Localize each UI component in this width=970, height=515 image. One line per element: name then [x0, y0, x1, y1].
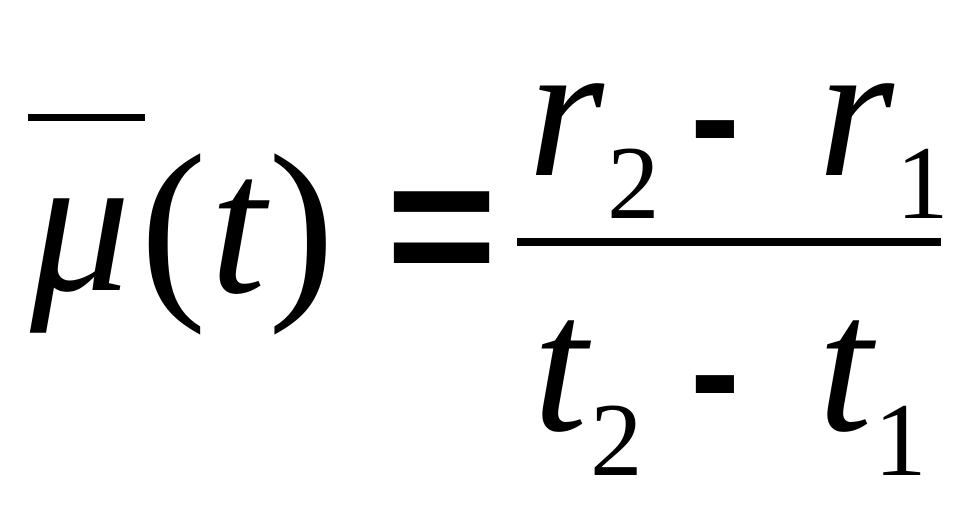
denominator-operator: -	[690, 287, 740, 455]
equals-sign: =	[386, 119, 497, 331]
denominator-term2-sub: 1	[874, 381, 927, 498]
numerator-term2-sub: 1	[896, 124, 949, 241]
denominator-term1: t	[533, 257, 592, 473]
overline-bar	[28, 114, 145, 121]
close-paren: )	[268, 115, 335, 336]
numerator-term1: r	[528, 2, 605, 218]
numerator-term1-sub: 2	[607, 124, 660, 241]
open-paren: (	[140, 115, 207, 336]
denominator-term1-sub: 2	[590, 381, 643, 498]
denominator-term2: t	[818, 257, 877, 473]
fraction-bar	[517, 238, 941, 246]
argument-t: t	[210, 115, 270, 336]
numerator-operator: -	[690, 32, 740, 200]
mu-symbol: μ	[29, 113, 130, 334]
numerator-term2: r	[818, 2, 895, 218]
